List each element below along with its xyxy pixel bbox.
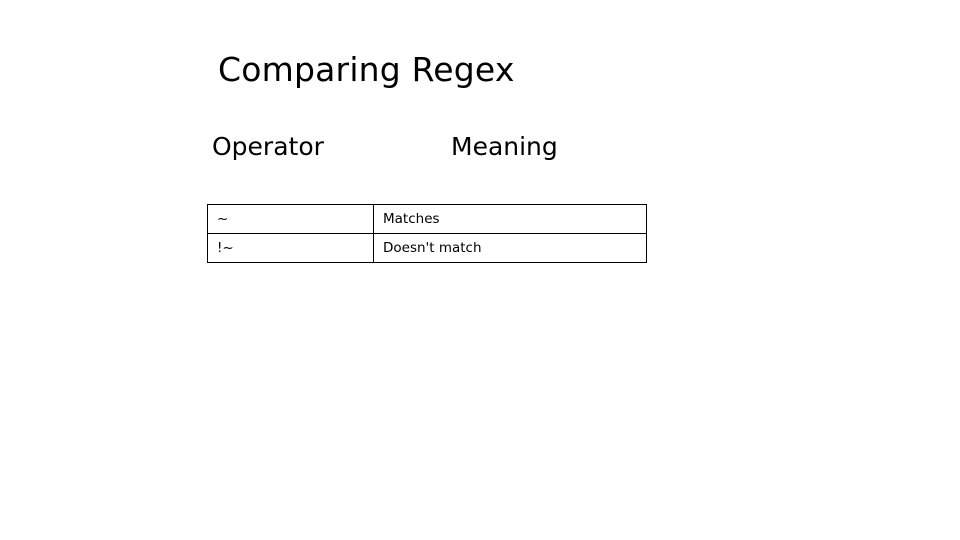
meaning-column-heading: Meaning (451, 132, 558, 161)
table-row: ~ Matches (207, 204, 647, 234)
table-body: ~ Matches !~ Doesn't match (207, 204, 647, 263)
operator-cell: !~ (207, 233, 374, 263)
operator-cell: ~ (207, 204, 374, 234)
meaning-cell: Doesn't match (373, 233, 647, 263)
meaning-cell: Matches (373, 204, 647, 234)
page-title: Comparing Regex (218, 50, 515, 89)
table-row: !~ Doesn't match (207, 233, 647, 263)
operator-column-heading: Operator (212, 132, 324, 161)
regex-operator-table: ~ Matches !~ Doesn't match (207, 204, 647, 263)
